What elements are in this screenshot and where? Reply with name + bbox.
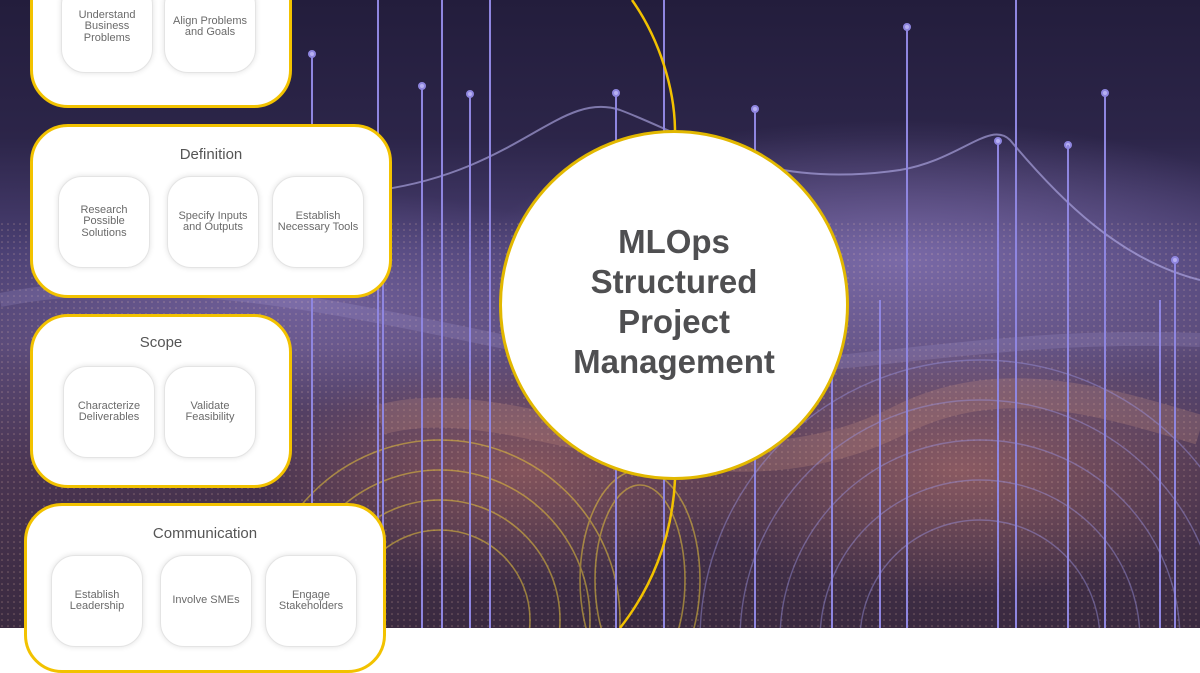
item-engage-stakeholders[interactable]: Engage Stakeholders [265, 555, 357, 647]
item-align-problems-goals[interactable]: Align Problems and Goals [164, 0, 256, 73]
item-label: Involve SMEs [172, 594, 240, 607]
card-title-scope: Scope [139, 334, 183, 351]
item-establish-leadership[interactable]: Establish Leadership [51, 555, 143, 647]
card-problem-understanding: Understand Business Problems Align Probl… [30, 0, 292, 108]
card-title-definition: Definition [179, 146, 243, 163]
page-title: MLOps Structured Project Management [573, 223, 775, 380]
item-label: Characterize Deliverables [77, 399, 141, 423]
item-research-possible-solutions[interactable]: Research Possible Solutions [58, 176, 150, 268]
item-understand-business-problems[interactable]: Understand Business Problems [61, 0, 153, 73]
card-scope: Scope Characterize Deliverables Validate… [30, 314, 292, 488]
item-label: Research Possible Solutions [80, 203, 128, 239]
item-label: Establish Necessary Tools [277, 209, 359, 233]
card-communication: Communication Establish Leadership Invol… [24, 503, 386, 673]
item-label: Establish Leadership [69, 588, 125, 612]
item-label: Engage Stakeholders [278, 588, 344, 612]
card-title-communication: Communication [152, 525, 258, 542]
center-title-circle: MLOps Structured Project Management [499, 130, 849, 480]
card-definition: Definition Research Possible Solutions S… [30, 124, 392, 298]
item-establish-necessary-tools[interactable]: Establish Necessary Tools [272, 176, 364, 268]
item-label: Understand Business Problems [78, 8, 136, 44]
item-involve-smes[interactable]: Involve SMEs [160, 555, 252, 647]
item-validate-feasibility[interactable]: Validate Feasibility [164, 366, 256, 458]
item-characterize-deliverables[interactable]: Characterize Deliverables [63, 366, 155, 458]
item-label: Specify Inputs and Outputs [178, 209, 248, 233]
item-specify-inputs-outputs[interactable]: Specify Inputs and Outputs [167, 176, 259, 268]
item-label: Validate Feasibility [185, 399, 235, 423]
item-label: Align Problems and Goals [173, 14, 247, 38]
